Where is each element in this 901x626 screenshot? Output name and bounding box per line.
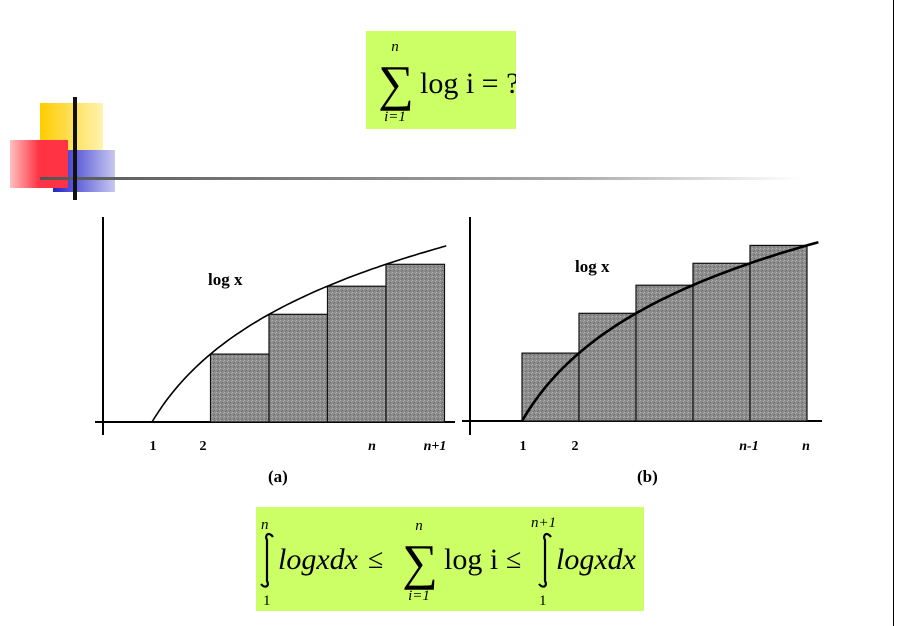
bar-1 [521, 352, 580, 422]
top-formula: n ∑ i=1 log i = ? [366, 31, 516, 129]
x-tick-label: 1 [520, 439, 527, 454]
panel-b-log-curve [520, 240, 819, 422]
panel-a-x-ticks: 1 2 n n+1 [150, 439, 447, 454]
log-sum-figure: log x 1 2 n n+1 (a) log x 1 2 n-1 n (b) [95, 217, 822, 486]
chart-panel-b: log x 1 2 n-1 n (b) [462, 217, 822, 486]
panel-b-curve-label: log x [575, 257, 610, 276]
top-formula-body: log i = ? [420, 67, 516, 100]
bar-3 [635, 284, 694, 422]
sum-upper: n [415, 518, 423, 534]
x-tick-label: n+1 [424, 439, 447, 454]
panel-a-curve-label: log x [208, 270, 243, 289]
x-tick-label: 2 [200, 439, 207, 454]
bar-5 [749, 244, 808, 422]
bar-1 [209, 353, 270, 423]
integral-1-lower: 1 [263, 593, 271, 609]
slide-right-border [893, 0, 894, 626]
le-symbol-2: ≤ [506, 544, 521, 575]
panel-b-bars [521, 244, 808, 422]
top-sum-symbol: ∑ [378, 55, 414, 111]
integral-2-upper: n+1 [531, 515, 556, 531]
panel-b-x-ticks: 1 2 n-1 n [520, 439, 811, 454]
panel-a-bars [209, 263, 446, 423]
panel-a-log-curve [151, 245, 447, 423]
integral-1-upper: n [261, 517, 269, 533]
sum-lower: i=1 [408, 588, 430, 604]
x-tick-label: n [802, 439, 810, 454]
bottom-formula: n 1 logxdx ≤ n ∑ i=1 log i ≤ n+1 1 logxd… [256, 507, 644, 611]
x-tick-label: n-1 [739, 439, 758, 454]
sum-body: log i [444, 543, 498, 576]
x-tick-label: 2 [572, 439, 579, 454]
x-tick-label: n [368, 439, 376, 454]
integral-2-symbol [538, 532, 552, 588]
vertical-bar [73, 97, 77, 200]
bar-4 [692, 262, 751, 422]
bar-4 [385, 263, 446, 423]
panel-a-label: (a) [268, 467, 288, 486]
le-symbol-1: ≤ [368, 544, 383, 575]
slide-decoration [10, 97, 800, 200]
top-sum-upper: n [391, 39, 399, 55]
integral-1-body: logxdx [278, 543, 359, 576]
red-square [10, 140, 68, 188]
bar-2 [268, 313, 329, 423]
top-sum-lower: i=1 [384, 109, 406, 125]
integral-2-lower: 1 [539, 593, 547, 609]
integral-1-symbol [260, 532, 274, 588]
integral-2-body: logxdx [556, 543, 637, 576]
horizontal-rule [40, 177, 800, 180]
bar-3 [326, 285, 387, 423]
panel-b-label: (b) [637, 467, 658, 486]
bar-2 [578, 312, 637, 422]
x-tick-label: 1 [150, 439, 157, 454]
sum-symbol-glyph: ∑ [402, 534, 438, 590]
chart-panel-a: log x 1 2 n n+1 (a) [95, 217, 455, 486]
